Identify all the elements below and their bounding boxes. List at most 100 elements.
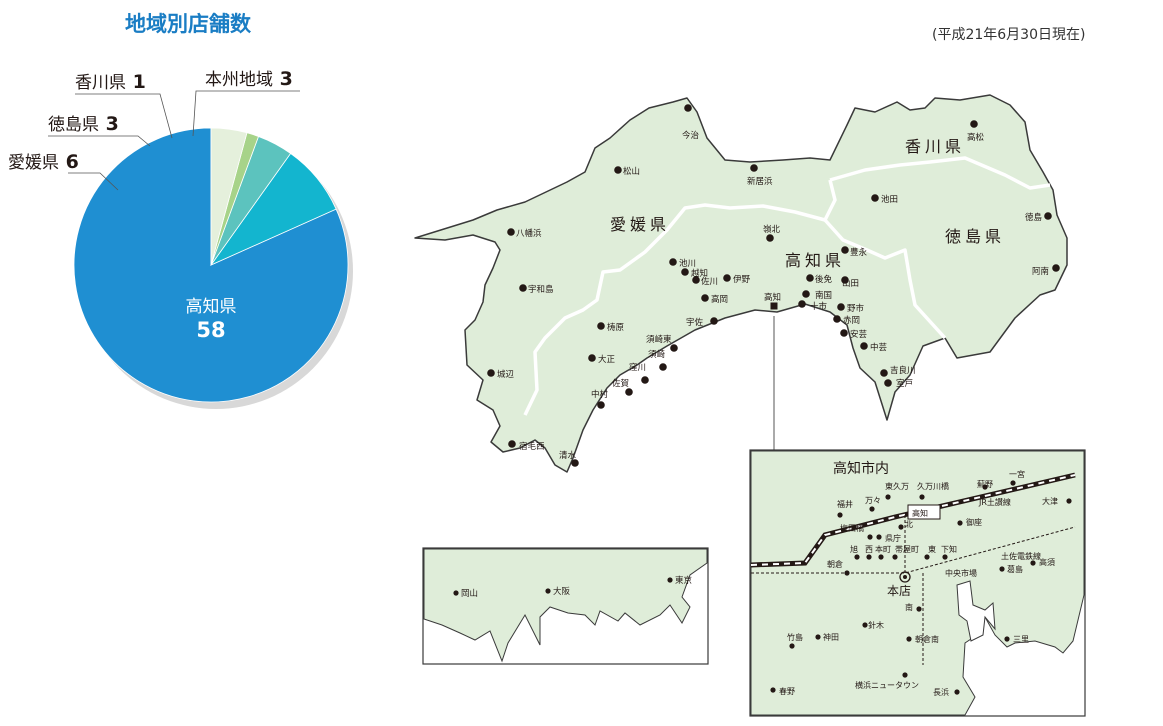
map-marker-32 <box>487 369 495 377</box>
inset-place-label-33: 春野 <box>779 686 795 696</box>
mainland-marker-0 <box>453 590 459 596</box>
map-place-label-7: 徳島 <box>1025 212 1043 223</box>
tram-lines <box>751 515 1076 665</box>
inset-marker-5 <box>869 506 875 512</box>
inset-place-label-8: 大津 <box>1042 496 1058 506</box>
map-marker-14 <box>806 274 814 282</box>
pie-leaders <box>48 90 300 191</box>
map-place-label-37: 清水 <box>559 450 577 461</box>
inset-marker-11 <box>876 534 882 540</box>
map-marker-27 <box>588 354 596 362</box>
pie-label-2: 徳島県 3 <box>48 113 119 135</box>
inset-place-label-13: 土佐電鉄線 <box>1001 551 1041 561</box>
railway-jr <box>750 472 1076 568</box>
map-place-label-28: 須崎 <box>648 349 666 360</box>
inset-title: 高知市内 <box>833 460 889 477</box>
inset-place-label-27: 朝倉南 <box>915 634 939 644</box>
mainland-marker-1 <box>545 588 551 594</box>
inset-place-label-4: 福井 <box>837 499 853 509</box>
map-place-label-4: 池田 <box>881 194 898 205</box>
inset-marker-12 <box>957 520 963 526</box>
pie-slice-4 <box>210 127 248 266</box>
inset-place-label-0: 東久万 <box>885 481 909 491</box>
inset-marker-27 <box>906 636 912 642</box>
map-marker-13 <box>519 284 527 292</box>
map-place-label-0: 今治 <box>682 130 700 141</box>
map-marker-8 <box>841 246 849 254</box>
inset-place-label-1: 久万川橋 <box>917 481 949 491</box>
mainland-place-label-1: 大阪 <box>553 586 571 597</box>
map-place-label-30: 佐賀 <box>612 378 630 389</box>
inset-marker-9 <box>898 524 904 530</box>
pie-leader-1 <box>68 172 119 191</box>
inset-place-label-3: 一宮 <box>1009 469 1025 479</box>
map-place-label-29: 窪川 <box>629 362 646 373</box>
inset-marker-23 <box>999 566 1005 572</box>
inset-marker-6 <box>907 504 941 520</box>
map-place-label-16: 山田 <box>842 278 859 289</box>
map-marker-18 <box>837 303 845 311</box>
map-marker-1 <box>970 120 978 128</box>
map-marker-2 <box>614 166 622 174</box>
map-marker-5 <box>507 228 515 236</box>
inset-place-label-6: 高知 <box>912 508 928 518</box>
map-marker-20 <box>770 302 778 310</box>
inset-marker-18 <box>924 554 930 560</box>
map-marker-19 <box>833 315 841 323</box>
map-place-label-9: 池川 <box>679 258 696 269</box>
map-place-label-27: 大正 <box>598 354 616 365</box>
map-place-label-19: 赤岡 <box>843 316 860 326</box>
inset-marker-28 <box>815 634 821 640</box>
map-marker-34 <box>884 379 892 387</box>
inset-place-label-21: 中央市場 <box>945 568 977 578</box>
inset-place-label-10: 梅田橋 <box>840 523 864 533</box>
map-marker-10 <box>681 268 689 276</box>
map-place-label-21: 十市 <box>810 301 828 312</box>
map-marker-36 <box>508 440 516 448</box>
map-place-label-6: 嶺北 <box>763 225 781 235</box>
map-place-label-3: 新居浜 <box>747 176 773 187</box>
prefecture-borders <box>523 156 1051 416</box>
pie-leader-2 <box>48 135 151 147</box>
map-place-label-33: 中村 <box>591 389 609 400</box>
map-marker-17 <box>701 294 709 302</box>
inset-marker-16 <box>878 554 884 560</box>
inset-place-label-19: 下知 <box>941 544 957 554</box>
map-place-label-25: 安芸 <box>850 329 868 340</box>
mainland-land <box>423 548 708 663</box>
inset-place-label-9: 北 <box>905 520 913 529</box>
pie-label-1: 愛媛県 6 <box>8 151 79 173</box>
map-place-label-32: 城辺 <box>497 370 515 380</box>
map-marker-28 <box>659 363 667 371</box>
chart-title: 地域別店舗数 <box>125 12 251 36</box>
inset-marker-25 <box>916 606 922 612</box>
inset-place-label-20: 朝倉 <box>827 559 843 569</box>
map-marker-3 <box>750 164 758 172</box>
map-marker-37 <box>571 459 579 467</box>
inset-marker-dot-24 <box>903 575 907 579</box>
inset-place-label-16: 本町 <box>875 544 891 554</box>
map-place-label-11: 佐川 <box>701 276 718 287</box>
map-place-label-17: 高岡 <box>711 294 728 305</box>
inset-place-label-14: 旭 <box>850 544 858 554</box>
inset-marker-1 <box>919 494 925 500</box>
map-place-labels: 今治高松松山新居浜池田八幡浜嶺北徳島豊永池川越知佐川伊野宇和島後免南国山田高岡野… <box>497 130 1049 461</box>
inset-marker-4 <box>837 512 843 518</box>
inset-place-label-2: 薊野 <box>977 479 993 489</box>
inset-marker-30 <box>1004 636 1010 642</box>
inset-marker-32 <box>954 689 960 695</box>
pie-value-0: 58 <box>196 318 225 342</box>
inset-marker-29 <box>789 643 795 649</box>
inset-marker-14 <box>854 554 860 560</box>
inset-marker-0 <box>885 494 891 500</box>
prefecture-label-2: 高知県 <box>785 251 845 270</box>
map-place-label-35: 阿南 <box>1032 266 1049 277</box>
shikoku-map: 香川県愛媛県高知県徳島県 今治高松松山新居浜池田八幡浜嶺北徳島豊永池川越知佐川伊… <box>414 94 1068 473</box>
pie-label-0: 高知県 <box>186 297 237 317</box>
map-place-label-23: 梼原 <box>607 322 624 333</box>
map-place-label-10: 越知 <box>691 268 708 279</box>
map-marker-21 <box>798 300 806 308</box>
mainland-marker-2 <box>667 577 673 583</box>
map-marker-25 <box>840 329 848 337</box>
inset-place-label-25: 南 <box>905 602 913 612</box>
